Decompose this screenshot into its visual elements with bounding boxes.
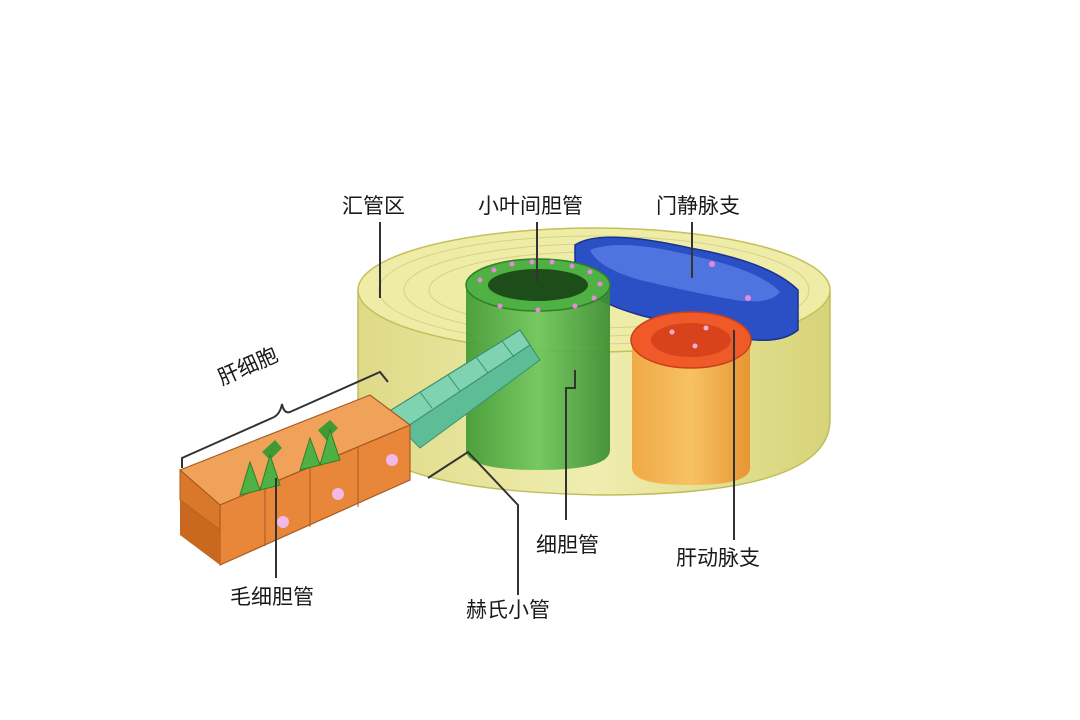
label-portal-area: 汇管区 xyxy=(342,194,405,218)
label-bile-ductule: 细胆管 xyxy=(536,533,599,557)
label-interlobular-bile-duct: 小叶间胆管 xyxy=(478,194,583,218)
label-portal-vein-branch: 门静脉支 xyxy=(656,194,740,218)
interlobular-bile-duct xyxy=(465,258,611,470)
hepatic-artery-branch xyxy=(630,311,752,485)
leader-lines xyxy=(181,222,735,595)
label-bile-canaliculus: 毛细胆管 xyxy=(230,585,314,609)
label-hepatic-artery-branch: 肝动脉支 xyxy=(676,546,760,570)
hepatocyte-plate xyxy=(178,394,412,566)
label-canal-of-hering: 赫氏小管 xyxy=(466,598,550,622)
portal-vein-branch xyxy=(573,236,799,341)
bile-ductule-strip xyxy=(387,329,541,449)
